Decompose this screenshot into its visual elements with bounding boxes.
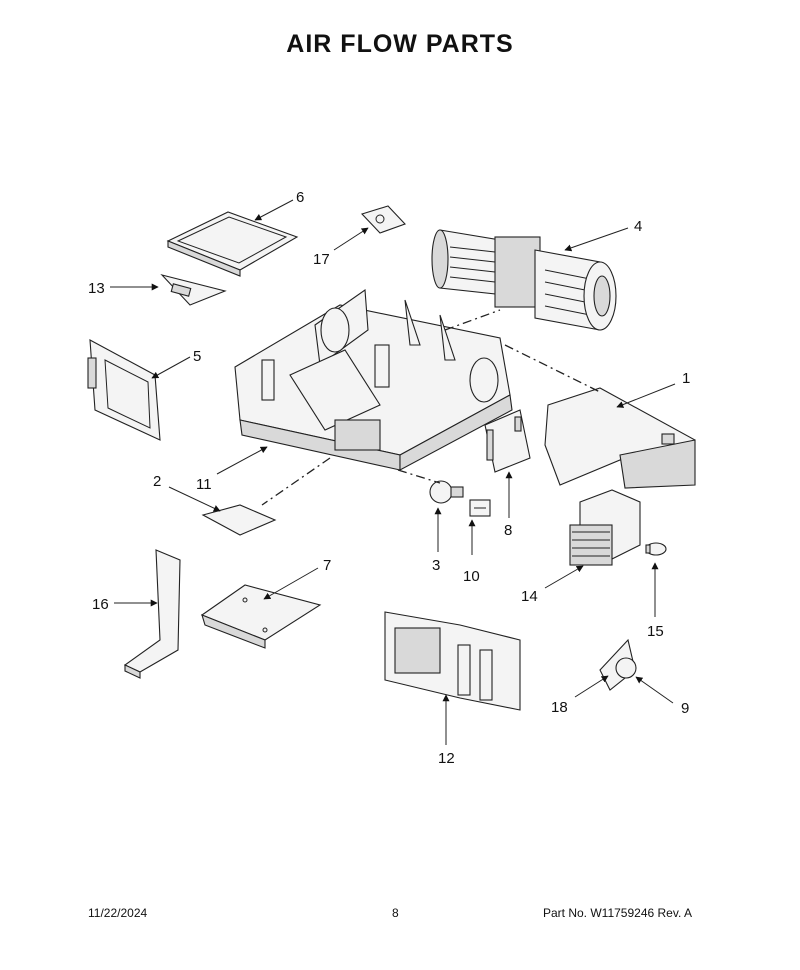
part-9-switch — [615, 657, 637, 679]
callout-18: 18 — [551, 699, 568, 716]
callout-12: 12 — [438, 750, 455, 767]
callout-labels: 1 2 3 4 5 6 7 8 9 10 11 12 13 14 15 16 1… — [88, 189, 690, 767]
part-12-vent-grille — [384, 611, 521, 711]
footer-page-number: 8 — [392, 906, 399, 920]
callout-1: 1 — [682, 370, 690, 387]
callout-3: 3 — [432, 557, 440, 574]
part-8-bracket — [484, 409, 531, 473]
callout-9: 9 — [681, 700, 689, 717]
callout-7: 7 — [323, 557, 331, 574]
part-5-side-bracket — [87, 339, 161, 441]
part-1-exhaust-duct — [544, 387, 696, 489]
callout-17: 17 — [313, 251, 330, 268]
part-3-lamp-bulb — [429, 480, 464, 504]
callout-11: 11 — [196, 476, 212, 493]
callout-16: 16 — [92, 596, 109, 613]
part-7-shelf-panel — [200, 584, 322, 649]
part-2-cover-plate — [201, 504, 277, 536]
part-13-duct-plate — [160, 274, 227, 306]
part-10-lamp-socket — [469, 499, 491, 517]
part-14-transformer — [569, 489, 641, 566]
footer-date: 11/22/2024 — [88, 906, 148, 920]
assembly-lines — [261, 309, 601, 506]
part-4-blower-motor — [431, 229, 617, 331]
part-15-thermostat — [645, 542, 667, 556]
page-title: AIR FLOW PARTS — [286, 30, 514, 58]
part-16-vertical-bracket — [123, 549, 181, 679]
callout-arrows — [110, 199, 676, 745]
part-6-grease-filter — [166, 211, 299, 277]
callout-14: 14 — [521, 588, 538, 605]
footer-part-number: Part No. W11759246 Rev. A — [543, 906, 692, 920]
callout-4: 4 — [634, 218, 642, 235]
callout-5: 5 — [193, 348, 201, 365]
part-17-label-plate — [360, 205, 406, 234]
callout-10: 10 — [463, 568, 480, 585]
part-11-air-guide-housing — [234, 288, 513, 471]
callout-2: 2 — [153, 473, 161, 490]
callout-6: 6 — [296, 189, 304, 206]
callout-15: 15 — [647, 623, 664, 640]
callout-13: 13 — [88, 280, 105, 297]
callout-8: 8 — [504, 522, 512, 539]
